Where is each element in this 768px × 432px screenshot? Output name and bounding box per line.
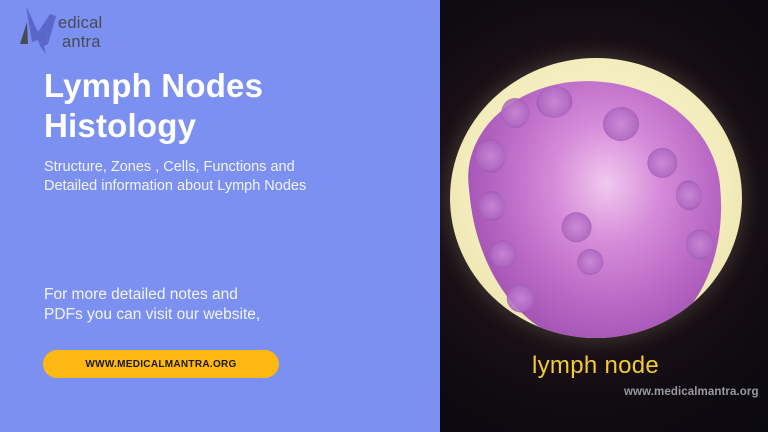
image-caption: lymph node (532, 352, 660, 379)
more-line-1: For more detailed notes and (44, 286, 238, 303)
title-line-2: Histology (44, 107, 197, 144)
medical-mantra-logo-icon (20, 6, 56, 54)
follicle (601, 105, 641, 143)
follicle (576, 247, 605, 277)
more-info-text: For more detailed notes and PDFs you can… (44, 285, 424, 325)
follicle (560, 210, 594, 244)
follicle (534, 84, 574, 120)
follicle (684, 228, 716, 261)
follicle (473, 137, 508, 175)
page-title: Lymph Nodes Histology (44, 66, 263, 146)
more-line-2: PDFs you can visit our website, (44, 306, 261, 323)
logo-text-medical: edical (58, 14, 103, 32)
lymph-node-tissue (458, 67, 736, 338)
subtitle-line-2: Detailed information about Lymph Nodes (44, 178, 307, 194)
follicle (488, 238, 518, 270)
follicle (499, 96, 531, 130)
follicle (505, 283, 537, 314)
subtitle-line-1: Structure, Zones , Cells, Functions and (44, 159, 295, 175)
logo-text-mantra: antra (62, 33, 101, 51)
title-line-1: Lymph Nodes (44, 67, 264, 104)
follicle (477, 189, 507, 223)
microscope-field (450, 58, 742, 338)
image-watermark: www.medicalmantra.org (624, 386, 759, 398)
left-panel: edical antra Lymph Nodes Histology Struc… (0, 0, 440, 432)
microscope-image-panel: lymph node www.medicalmantra.org (440, 0, 768, 432)
subtitle: Structure, Zones , Cells, Functions and … (44, 158, 424, 196)
website-link-button[interactable]: WWW.MEDICALMANTRA.ORG (43, 350, 279, 378)
brand-logo[interactable]: edical antra (18, 6, 128, 54)
follicle (674, 179, 704, 212)
follicle (645, 146, 679, 180)
